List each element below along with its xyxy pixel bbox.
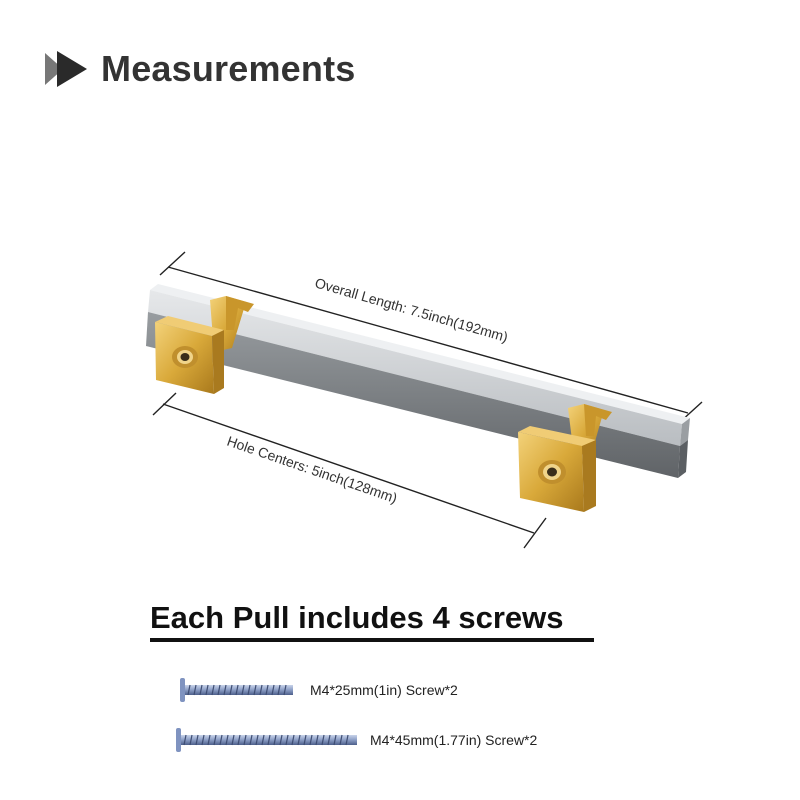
screws-heading: Each Pull includes 4 screws [150,600,594,642]
long-screw-icon [176,728,357,752]
short-screw-label: M4*25mm(1in) Screw*2 [310,682,458,698]
header: Measurements [45,48,356,90]
screw-item-long: M4*45mm(1.77in) Screw*2 [174,726,537,754]
play-arrow-icon [45,51,87,87]
right-mounting-post [518,404,612,512]
short-screw-icon [180,678,293,702]
page-title: Measurements [101,48,356,89]
long-screw-label: M4*45mm(1.77in) Screw*2 [370,732,538,748]
left-mounting-post [155,296,254,394]
screw-item-short: M4*25mm(1in) Screw*2 [178,676,458,704]
hole-centers-label: Hole Centers: 5inch(128mm) [225,433,399,506]
